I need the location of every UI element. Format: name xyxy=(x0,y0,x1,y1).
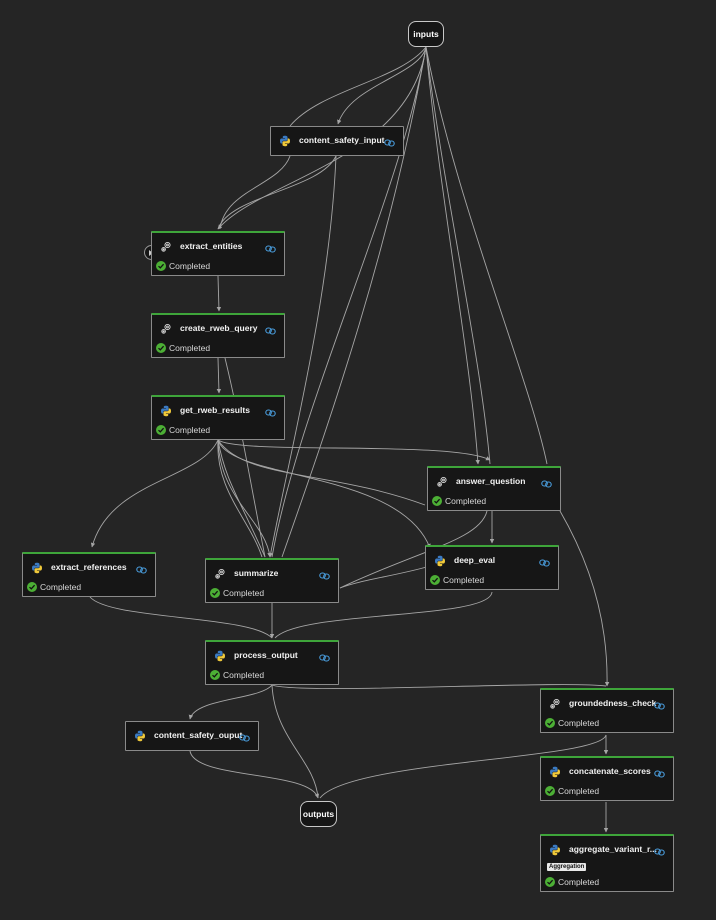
python-icon xyxy=(214,649,226,662)
link-icon[interactable] xyxy=(539,555,550,567)
edge-inputs-content-safety-input xyxy=(337,46,427,125)
outputs-node[interactable]: outputs xyxy=(300,801,337,827)
node-content-safety-ouput[interactable]: content_safety_ouput xyxy=(125,721,259,751)
node-title: deep_eval xyxy=(454,555,496,565)
status-label: Completed xyxy=(169,261,211,271)
status-indicator: Completed xyxy=(210,588,264,598)
check-circle-icon xyxy=(156,343,166,353)
link-icon[interactable] xyxy=(319,650,330,662)
node-content-safety-input[interactable]: content_safety_input xyxy=(270,126,404,156)
llm-icon xyxy=(160,322,172,334)
status-indicator: Completed xyxy=(156,343,210,353)
status-label: Completed xyxy=(169,425,211,435)
link-icon[interactable] xyxy=(654,766,665,778)
link-icon[interactable] xyxy=(265,241,276,253)
python-icon xyxy=(434,554,446,567)
link-icon[interactable] xyxy=(384,135,395,147)
node-title: create_rweb_query xyxy=(180,323,258,333)
node-title: process_output xyxy=(234,650,298,660)
check-circle-icon xyxy=(210,670,220,680)
status-label: Completed xyxy=(558,718,600,728)
status-label: Completed xyxy=(558,786,600,796)
inputs-node[interactable]: inputs xyxy=(408,21,444,47)
link-icon[interactable] xyxy=(654,844,665,856)
node-title: concatenate_scores xyxy=(569,766,651,776)
link-icon[interactable] xyxy=(136,562,147,574)
status-indicator: Completed xyxy=(545,718,599,728)
status-label: Completed xyxy=(223,670,265,680)
python-icon xyxy=(279,134,291,147)
python-icon xyxy=(549,843,561,856)
inputs-label: inputs xyxy=(413,29,439,39)
node-title: extract_references xyxy=(51,562,127,572)
llm-icon xyxy=(214,567,226,579)
llm-icon xyxy=(549,697,561,709)
aggregation-badge: Aggregation xyxy=(547,863,587,871)
status-label: Completed xyxy=(40,582,82,592)
status-label: Completed xyxy=(169,343,211,353)
node-title: content_safety_input xyxy=(299,135,385,145)
status-label: Completed xyxy=(445,496,487,506)
status-indicator: Completed xyxy=(27,582,81,592)
link-icon[interactable] xyxy=(239,730,250,742)
python-icon xyxy=(31,561,43,574)
node-title: groundedness_check xyxy=(569,698,657,708)
status-indicator: Completed xyxy=(430,575,484,585)
node-title: answer_question xyxy=(456,476,526,486)
check-circle-icon xyxy=(210,588,220,598)
status-indicator: Completed xyxy=(210,670,264,680)
check-circle-icon xyxy=(545,786,555,796)
llm-icon xyxy=(160,240,172,252)
check-circle-icon xyxy=(545,718,555,728)
status-label: Completed xyxy=(443,575,485,585)
check-circle-icon xyxy=(27,582,37,592)
link-icon[interactable] xyxy=(319,568,330,580)
status-indicator: Completed xyxy=(545,877,599,887)
check-circle-icon xyxy=(432,496,442,506)
node-title: summarize xyxy=(234,568,279,578)
python-icon xyxy=(549,765,561,778)
node-title: content_safety_ouput xyxy=(154,730,243,740)
llm-icon xyxy=(436,475,448,487)
check-circle-icon xyxy=(545,877,555,887)
link-icon[interactable] xyxy=(265,323,276,335)
node-title: extract_entities xyxy=(180,241,243,251)
node-title: get_rweb_results xyxy=(180,405,250,415)
link-icon[interactable] xyxy=(541,476,552,488)
link-icon[interactable] xyxy=(265,405,276,417)
check-circle-icon xyxy=(430,575,440,585)
check-circle-icon xyxy=(156,261,166,271)
check-circle-icon xyxy=(156,425,166,435)
status-indicator: Completed xyxy=(432,496,486,506)
outputs-label: outputs xyxy=(302,809,335,819)
status-indicator: Completed xyxy=(156,425,210,435)
status-label: Completed xyxy=(223,588,265,598)
status-indicator: Completed xyxy=(156,261,210,271)
link-icon[interactable] xyxy=(654,698,665,710)
status-label: Completed xyxy=(558,877,600,887)
status-indicator: Completed xyxy=(545,786,599,796)
python-icon xyxy=(160,404,172,417)
node-title: aggregate_variant_r... xyxy=(569,844,657,854)
python-icon xyxy=(134,729,146,742)
